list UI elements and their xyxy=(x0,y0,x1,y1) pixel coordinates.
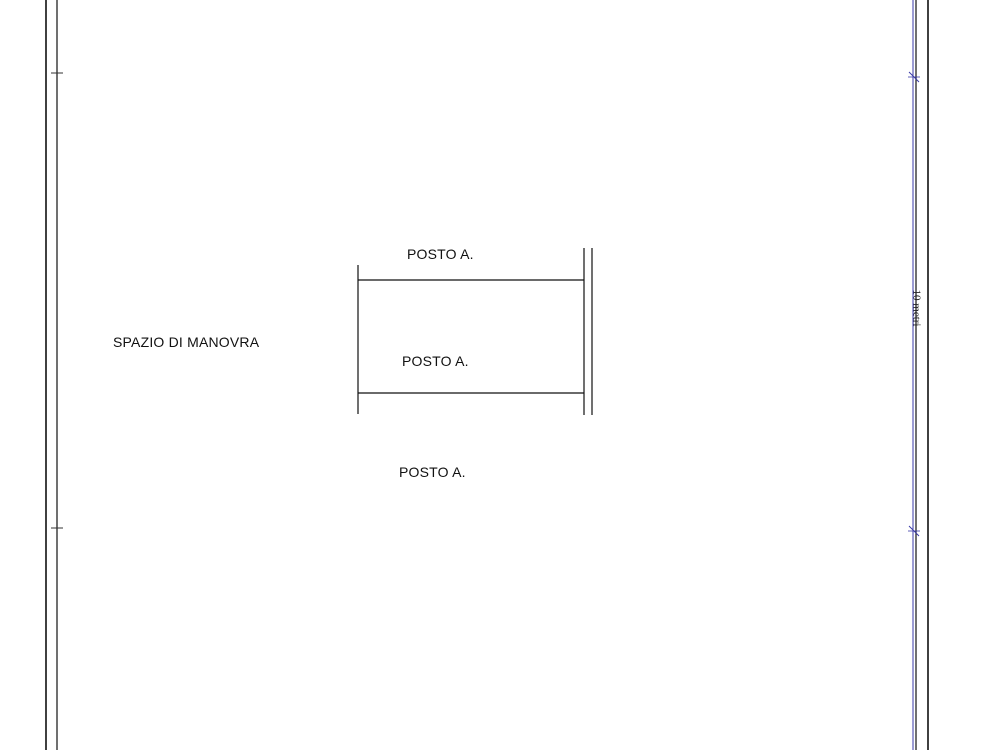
dimension-label: 10 metri xyxy=(910,289,923,327)
parking-space-label: POSTO A. xyxy=(399,464,466,480)
parking-space-label: POSTO A. xyxy=(402,353,469,369)
parking-space-label: POSTO A. xyxy=(407,246,474,262)
maneuver-space-label: SPAZIO DI MANOVRA xyxy=(113,334,260,350)
